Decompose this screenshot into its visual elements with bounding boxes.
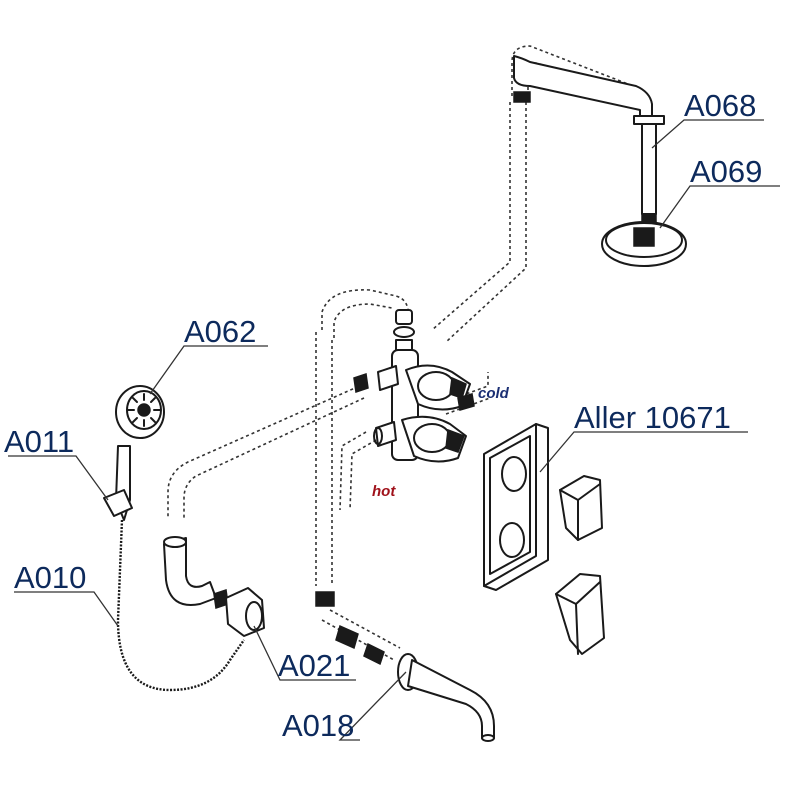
valve-inlet-left-upper: [377, 365, 399, 391]
arm-nut-top: [513, 91, 531, 103]
leader-a011: [8, 455, 109, 501]
wall-outlet-group: [163, 536, 265, 637]
inlet-lower-ring: [373, 427, 383, 445]
trim-hole-upper: [501, 456, 527, 492]
handle-upper: [559, 475, 603, 541]
label-a062: A062: [184, 314, 256, 349]
label-cold: cold: [478, 385, 510, 402]
hot-supply-pipe: [339, 431, 377, 511]
hot-inlet-fitting: [353, 373, 369, 393]
leader-a069: [659, 185, 780, 229]
leader-aller: [539, 431, 748, 473]
shower-hose: [116, 519, 245, 692]
label-a018: A018: [282, 708, 354, 743]
shower-drop-rod: [641, 123, 657, 215]
valve-top-ring: [393, 326, 415, 338]
cartridge-upper-cap: [417, 371, 455, 401]
cold-inlet-fitting: [457, 393, 475, 411]
label-a011: A011: [4, 424, 74, 459]
handle-lower-face: [555, 581, 601, 655]
spout-nut-2: [335, 624, 359, 650]
ceiling-flange: [633, 115, 665, 125]
label-hot: hot: [372, 483, 396, 500]
shower-head-nut: [633, 227, 655, 247]
label-aller: Aller 10671: [574, 400, 731, 435]
trim-plate-bevel: [489, 435, 531, 575]
elbow-pipe: [163, 537, 217, 606]
leader-a018: [338, 671, 407, 741]
hand-shower-group: [103, 385, 245, 692]
part-labels: A068 A069 A062 A011 A010 A021 A018 Aller…: [4, 88, 762, 743]
hand-shower-nozzle-center: [137, 403, 151, 417]
hand-shower-pipe: [167, 383, 365, 520]
label-a068: A068: [684, 88, 756, 123]
spout-body: [407, 659, 495, 739]
shower-arm-and-head: [513, 55, 687, 267]
trim-plate: [483, 423, 549, 591]
wall-outlet-face: [245, 601, 263, 631]
cartridge-lower-cap: [413, 423, 451, 453]
elbow-pipe-top: [163, 536, 187, 548]
leader-a062: [149, 345, 268, 395]
handle-lower: [555, 573, 605, 655]
leader-a010: [14, 591, 119, 627]
leader-lines: [8, 119, 780, 741]
leader-a068: [651, 119, 764, 149]
hand-shower-nozzle-rays: [127, 393, 161, 427]
handle-upper-face: [559, 483, 601, 541]
spout-outlet: [481, 734, 495, 742]
concealed-valve-body: [353, 309, 475, 463]
trim-plate-edge: [483, 423, 537, 587]
bath-spout-group: [315, 591, 495, 742]
trim-plate-group: [483, 423, 605, 655]
leader-a021: [253, 625, 356, 681]
label-a069: A069: [690, 154, 762, 189]
valve-top-loop: [321, 289, 410, 338]
riser-fitting: [395, 309, 413, 325]
label-a021: A021: [278, 648, 350, 683]
riser-pipe: [431, 102, 527, 343]
trim-hole-lower: [499, 522, 525, 558]
cartridge-lower-spline: [445, 428, 465, 453]
spout-nut-3: [363, 642, 385, 666]
hand-shower-holder: [103, 489, 133, 517]
cold-supply-pipe: [443, 372, 491, 415]
shower-arm-tube: [513, 55, 653, 119]
label-a010: A010: [14, 560, 86, 595]
spout-feed-pipe: [315, 332, 333, 586]
spout-nut-1: [315, 591, 335, 607]
